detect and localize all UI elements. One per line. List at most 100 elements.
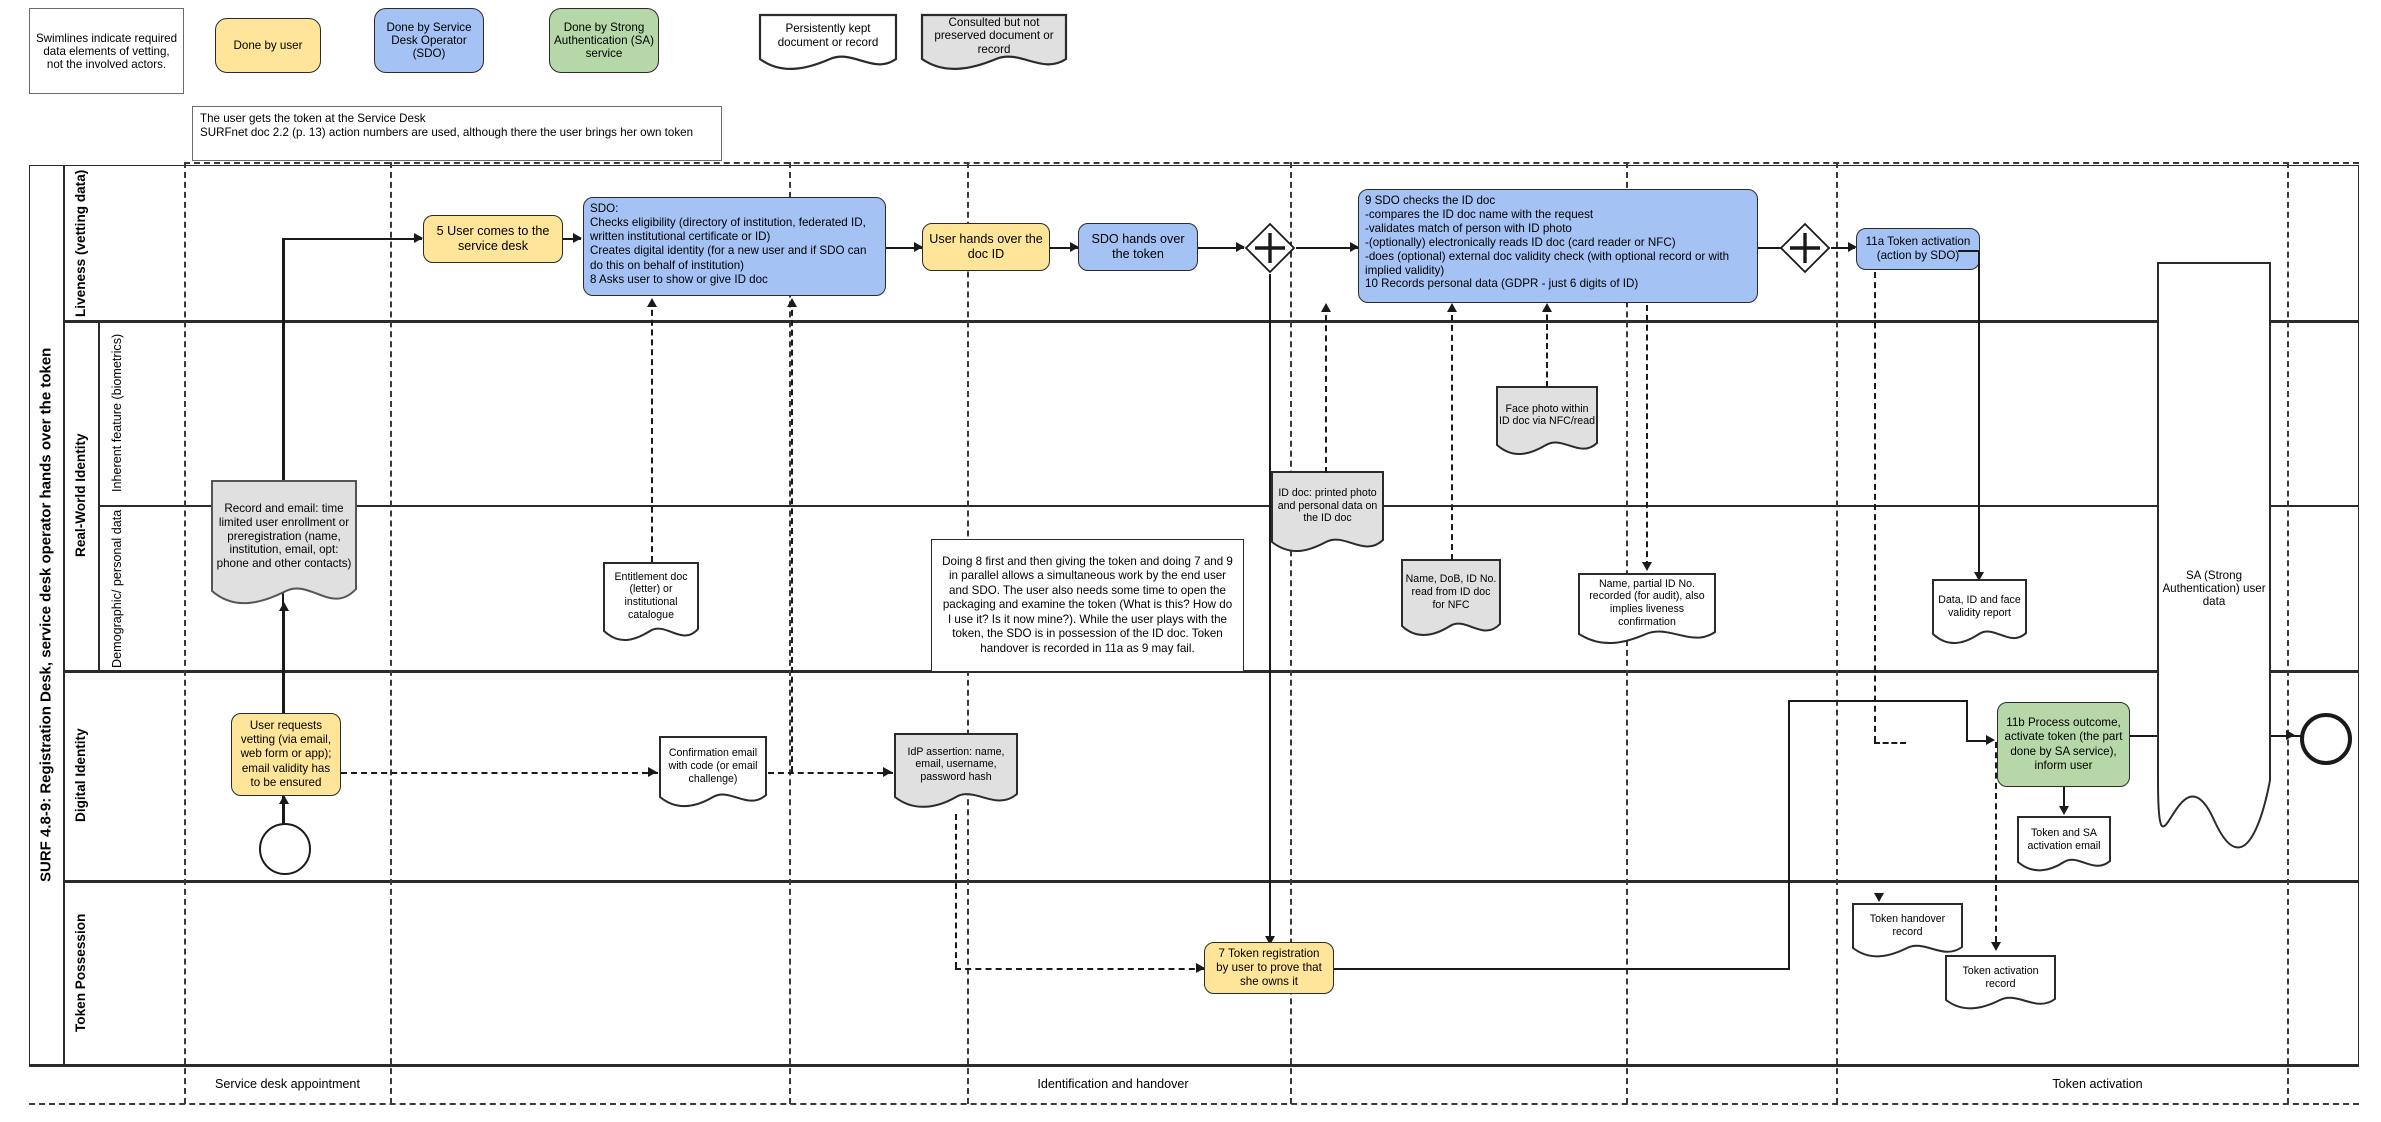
task-7-label: 7 Token registration by user to prove th… bbox=[1216, 946, 1322, 989]
task-sdo-eligibility-label: SDO: Checks eligibility (directory of in… bbox=[590, 202, 867, 286]
header-bottom-dash bbox=[184, 162, 2359, 164]
conn-facephoto-to-t9 bbox=[1546, 305, 1548, 387]
lane-sep-2 bbox=[98, 505, 2359, 508]
task-11b-process-outcome[interactable]: 11b Process outcome, activate token (the… bbox=[1997, 702, 2130, 787]
swimlane-explanation-note: Swimlines indicate required data element… bbox=[29, 8, 184, 94]
end-event[interactable] bbox=[2300, 713, 2352, 765]
arrow-t9-to-namepartial bbox=[1642, 562, 1652, 571]
conn-gwsplit-to-t9 bbox=[1296, 247, 1358, 249]
conn-t9-to-namepartial bbox=[1646, 305, 1648, 567]
document-confirmation-email: Confirmation email with code (or email c… bbox=[658, 735, 768, 813]
header-note: The user gets the token at the Service D… bbox=[192, 106, 722, 161]
document-id-doc-label: ID doc: printed photo and personal data … bbox=[1277, 486, 1378, 525]
conn-11a-dashed-down bbox=[1874, 272, 1876, 742]
arrow-confemail-to-idp bbox=[883, 767, 892, 777]
conn-11b-to-activation-record bbox=[1995, 742, 1997, 942]
task-user-hands-over-doc-id[interactable]: User hands over the doc ID bbox=[922, 223, 1050, 271]
conn-request-to-record bbox=[283, 608, 285, 723]
phase-label-3-text: Token activation bbox=[2052, 1077, 2143, 1091]
datastore-sa-user-data-text: SA (Strong Authentication) user data bbox=[2162, 568, 2266, 608]
phase-divider-1 bbox=[184, 162, 186, 1104]
lane-label-liveness: Liveness (vetting data) bbox=[63, 166, 99, 320]
lane-label-digital: Digital Identity bbox=[63, 671, 99, 880]
legend-done-by-user: Done by user bbox=[215, 18, 321, 73]
pool-title-divider bbox=[63, 165, 65, 1065]
conn-into-11b-v bbox=[1966, 700, 1968, 740]
conn-start-to-t5 bbox=[282, 238, 422, 240]
conn-11b-to-email bbox=[2063, 787, 2065, 811]
lane-group-real-world-identity-label: Real-World Identity bbox=[73, 433, 89, 557]
document-name-partial-id: Name, partial ID No. recorded (for audit… bbox=[1577, 572, 1717, 650]
arrow-to-t11a bbox=[1848, 242, 1857, 252]
task-user-requests-vetting-label: User requests vetting (via email, web fo… bbox=[240, 719, 332, 789]
document-entitlement-label: Entitlement doc (letter) or institutiona… bbox=[614, 570, 688, 621]
arrow-to-end-event bbox=[2286, 730, 2295, 740]
conn-t7-return-h bbox=[1320, 968, 1790, 970]
lane-label-demographic: Demographic/ personal data bbox=[99, 507, 135, 670]
arrow-to-t5 bbox=[414, 233, 423, 243]
arrow-to-token-activation-record bbox=[1991, 942, 2001, 951]
task-9-sdo-checks-id-doc[interactable]: 9 SDO checks the ID doc -compares the ID… bbox=[1358, 189, 1758, 303]
arrow-confemail-to-sdoblock bbox=[787, 298, 797, 307]
document-idp-assertion: IdP assertion: name, email, username, pa… bbox=[893, 732, 1019, 814]
start-event[interactable] bbox=[259, 823, 311, 875]
conn-idp-down bbox=[955, 814, 957, 968]
conn-gwsplit-down bbox=[1269, 274, 1271, 944]
task-11a-label: 11a Token activation (action by SDO) bbox=[1865, 234, 1971, 262]
phase-divider-5 bbox=[1290, 162, 1292, 1104]
document-name-dob-label: Name, DoB, ID No. read from ID doc for N… bbox=[1405, 573, 1497, 611]
gateway-parallel-join[interactable] bbox=[1779, 222, 1831, 274]
task-sdo-eligibility-block[interactable]: SDO: Checks eligibility (directory of in… bbox=[583, 197, 886, 296]
phase-band-bottom bbox=[29, 1103, 2359, 1105]
phase-divider-7 bbox=[1836, 162, 1838, 1104]
arrow-gwsplit-down bbox=[1265, 936, 1275, 945]
document-token-activation-record-label: Token activation record bbox=[1962, 965, 2039, 990]
document-face-photo: Face photo within ID doc via NFC/read bbox=[1495, 385, 1599, 461]
note-parallel-work-text: Doing 8 first and then giving the token … bbox=[942, 554, 1233, 655]
arrow-request-to-confemail bbox=[648, 767, 657, 777]
phase-band-sep bbox=[29, 1065, 2359, 1068]
conn-into-11b-h bbox=[1966, 740, 1990, 742]
arrow-to-userdoc bbox=[914, 242, 923, 252]
document-face-photo-label: Face photo within ID doc via NFC/read bbox=[1499, 402, 1595, 428]
conn-11a-down-top bbox=[1958, 250, 1980, 252]
lane-sep-1 bbox=[63, 320, 2359, 323]
datastore-sa-user-data-label: SA (Strong Authentication) user data bbox=[2157, 560, 2271, 616]
arrow-11b-to-email bbox=[2059, 806, 2069, 815]
task-11b-label: 11b Process outcome, activate token (the… bbox=[2004, 716, 2123, 772]
document-name-dob: Name, DoB, ID No. read from ID doc for N… bbox=[1400, 558, 1502, 644]
document-record-and-email: Record and email: time limited user enro… bbox=[210, 479, 358, 616]
phase-label-token-activation: Token activation bbox=[1836, 1072, 2359, 1096]
task-sdo-hands-over-token[interactable]: SDO hands over the token bbox=[1078, 223, 1198, 271]
document-idp-assertion-label: IdP assertion: name, email, username, pa… bbox=[907, 745, 1005, 784]
task-7-token-registration[interactable]: 7 Token registration by user to prove th… bbox=[1204, 942, 1334, 994]
phase-divider-3 bbox=[789, 162, 791, 1104]
document-id-doc: ID doc: printed photo and personal data … bbox=[1270, 470, 1385, 560]
task-11a-token-activation[interactable]: 11a Token activation (action by SDO) bbox=[1856, 228, 1980, 270]
legend-consulted-document-label: Consulted but not preserved document or … bbox=[934, 15, 1054, 57]
conn-record-email-up bbox=[283, 238, 285, 480]
arrow-request-to-record bbox=[279, 602, 289, 611]
task-5-user-comes-to-service-desk[interactable]: 5 User comes to the service desk bbox=[423, 215, 563, 263]
conn-11a-down bbox=[1978, 250, 1980, 580]
legend-done-by-sdo: Done by Service Desk Operator (SDO) bbox=[374, 8, 484, 73]
arrow-11a-to-report bbox=[1974, 572, 1984, 581]
gateway-parallel-split[interactable] bbox=[1244, 222, 1296, 274]
task-user-requests-vetting[interactable]: User requests vetting (via email, web fo… bbox=[231, 713, 341, 796]
legend-done-by-sa-label: Done by Strong Authentication (SA) servi… bbox=[554, 21, 654, 60]
legend-persistent-document-label: Persistently kept document or record bbox=[777, 22, 879, 50]
arrow-namedob-to-t9 bbox=[1447, 303, 1457, 312]
task-user-hands-over-doc-id-label: User hands over the doc ID bbox=[929, 231, 1043, 261]
document-confirmation-email-label: Confirmation email with code (or email c… bbox=[668, 747, 758, 785]
task-sdo-hands-over-token-label: SDO hands over the token bbox=[1091, 231, 1185, 261]
lane-label-token: Token Possession bbox=[63, 881, 99, 1065]
conn-sdoblock-to-entitlement bbox=[651, 300, 653, 562]
pool-title-label: SURF 4.8-9: Registration Desk, service d… bbox=[37, 347, 55, 883]
arrow-to-token-handover-record bbox=[1874, 893, 1884, 902]
conn-iddoc-to-t9 bbox=[1325, 305, 1327, 473]
conn-confemail-to-sdoblock bbox=[791, 300, 793, 772]
conn-sdotoken-to-gwsplit bbox=[1198, 247, 1244, 249]
arrow-iddoc-to-t9 bbox=[1321, 303, 1331, 312]
arrow-to-gwsplit bbox=[1236, 242, 1245, 252]
